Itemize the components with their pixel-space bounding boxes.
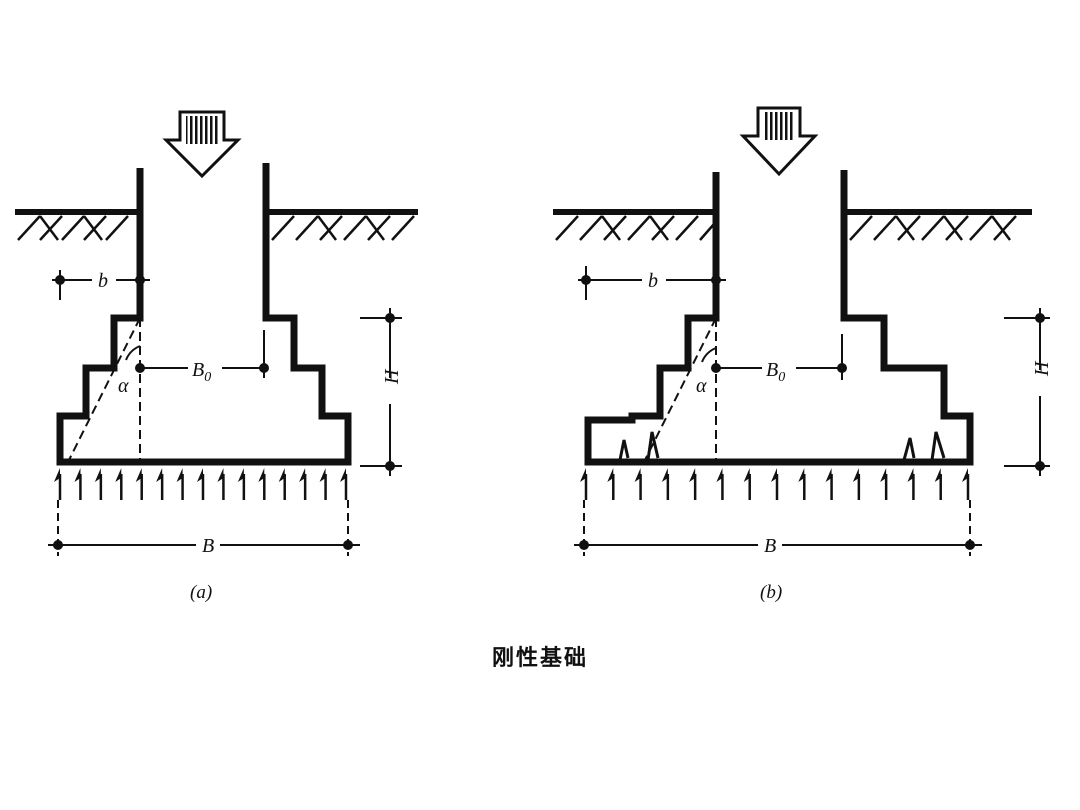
panel-b-reaction-arrow: [661, 468, 670, 500]
figure-title: 刚性基础: [491, 646, 588, 671]
panel-a-reaction-arrow: [197, 468, 205, 500]
soil-hatch-a: [17, 215, 415, 241]
panel-a-reaction-arrow: [156, 468, 164, 500]
cracks-b: [618, 431, 946, 461]
alpha-arc-a: [125, 345, 141, 361]
panel-b-reaction-arrow: [607, 468, 615, 500]
footing-outline-b: [584, 170, 974, 466]
caption-a: (a): [190, 582, 212, 603]
panel-a-reaction-arrow: [135, 468, 143, 500]
panel-a-reaction-arrow: [237, 468, 246, 500]
panel-a-reaction-arrow: [94, 468, 103, 500]
alpha-label-b: α: [696, 375, 707, 397]
H-label-b: H: [1031, 360, 1053, 377]
panel-b-reaction-arrow: [771, 468, 779, 500]
panel-b-reaction-arrow: [716, 468, 724, 500]
panel-a-reaction-arrow: [319, 468, 327, 500]
panel-b-reaction-arrow: [880, 468, 888, 500]
panel-a-reaction-arrow: [258, 468, 266, 500]
diffusion-line-b: [643, 317, 717, 463]
panel-b-reaction-arrow: [798, 468, 806, 500]
dim-H-a: [360, 308, 402, 476]
b-label-a: b: [98, 270, 108, 292]
panel-b: α b B0 H: [553, 106, 1053, 603]
soil-reaction-arrows-a: [54, 468, 348, 500]
panel-b-reaction-arrow: [825, 468, 833, 500]
caption-b: (b): [760, 582, 782, 603]
panel-b-reaction-arrow: [962, 468, 970, 500]
soil-hatch-b: [555, 215, 1017, 241]
alpha-arc-b: [701, 347, 717, 363]
panel-b-reaction-arrow: [689, 468, 697, 500]
panel-a-reaction-arrow: [176, 468, 184, 500]
B-label-a: B: [202, 535, 214, 557]
diffusion-line-a: [67, 317, 141, 463]
panel-a: α b B0 H: [15, 110, 418, 603]
panel-b-reaction-arrow: [852, 468, 861, 500]
panel-a-reaction-arrow: [115, 468, 123, 500]
B0-label-a: B0: [192, 359, 211, 385]
panel-b-reaction-arrow: [934, 468, 942, 500]
alpha-label-a: α: [118, 375, 129, 397]
panel-b-reaction-arrow: [743, 468, 751, 500]
panel-a-reaction-arrow: [299, 468, 307, 500]
panel-a-reaction-arrow: [340, 468, 348, 500]
footing-outline-a: [56, 163, 352, 466]
H-label-a: H: [381, 368, 403, 385]
panel-b-reaction-arrow: [580, 468, 588, 500]
panel-a-reaction-arrow: [278, 468, 286, 500]
panel-b-reaction-arrow: [634, 468, 642, 500]
panel-a-reaction-arrow: [217, 468, 225, 500]
b-label-b: b: [648, 270, 658, 292]
soil-reaction-arrows-b: [580, 468, 970, 500]
load-arrow-b: [739, 106, 819, 177]
panel-a-reaction-arrow: [74, 468, 82, 500]
panel-a-reaction-arrow: [54, 468, 62, 500]
B0-label-b: B0: [766, 359, 785, 385]
load-arrow-a: [162, 110, 242, 179]
B-label-b: B: [764, 535, 776, 557]
panel-b-reaction-arrow: [907, 468, 915, 500]
